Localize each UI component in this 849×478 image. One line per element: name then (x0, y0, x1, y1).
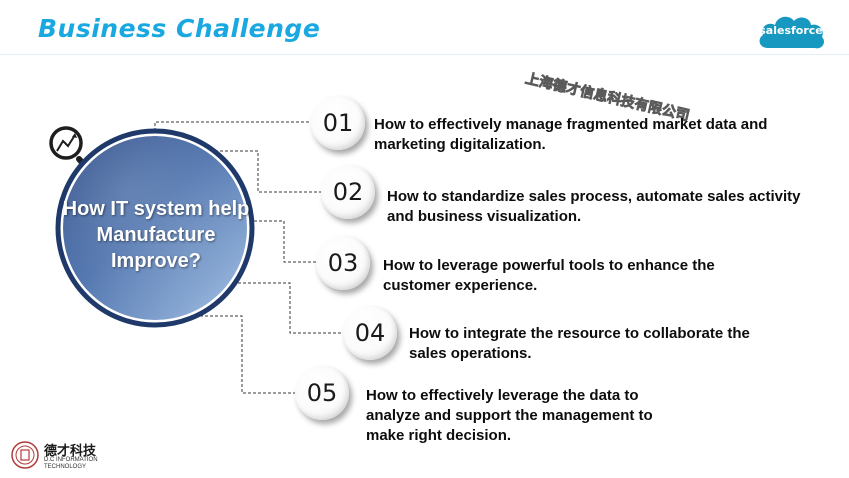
dc-logo-seal (11, 441, 39, 469)
salesforce-logo (759, 16, 825, 49)
item-04-number: 04 (354, 319, 386, 347)
hub-question: How IT system help Manufacture Improve? (62, 198, 250, 272)
connector-03 (244, 220, 318, 263)
salesforce-logo-text: salesforce (759, 24, 823, 37)
connector-05 (195, 315, 296, 394)
slide-title: Business Challenge (38, 14, 321, 43)
item-01-number: 01 (322, 109, 354, 137)
item-01-text: How to effectively manage fragmented mar… (374, 116, 768, 153)
item-03-text: How to leverage powerful tools to enhanc… (383, 257, 715, 294)
footer-company-cn: 德才科技 (44, 444, 97, 459)
footer-company-en-2: TECHNOLOGY (44, 464, 87, 470)
connector-02 (210, 150, 322, 193)
item-02-number: 02 (332, 178, 364, 206)
footer-company-en-1: D.C INFORMATION (44, 457, 98, 463)
item-05-number: 05 (306, 379, 338, 407)
item-05-text: How to effectively leverage the data to … (366, 387, 653, 444)
item-01-badge: 01 (311, 96, 365, 150)
connector-01 (154, 121, 313, 131)
title-divider (0, 54, 849, 55)
item-03-badge: 03 (316, 236, 370, 290)
magnifier-chart-icon (49, 126, 83, 160)
connector-lines (154, 121, 344, 394)
item-04-text: How to integrate the resource to collabo… (409, 325, 750, 362)
item-03-number: 03 (327, 249, 359, 277)
item-04-badge: 04 (343, 306, 397, 360)
item-02-badge: 02 (321, 165, 375, 219)
connector-04 (233, 282, 344, 334)
item-02-text: How to standardize sales process, automa… (387, 188, 801, 225)
item-05-badge: 05 (295, 366, 349, 420)
